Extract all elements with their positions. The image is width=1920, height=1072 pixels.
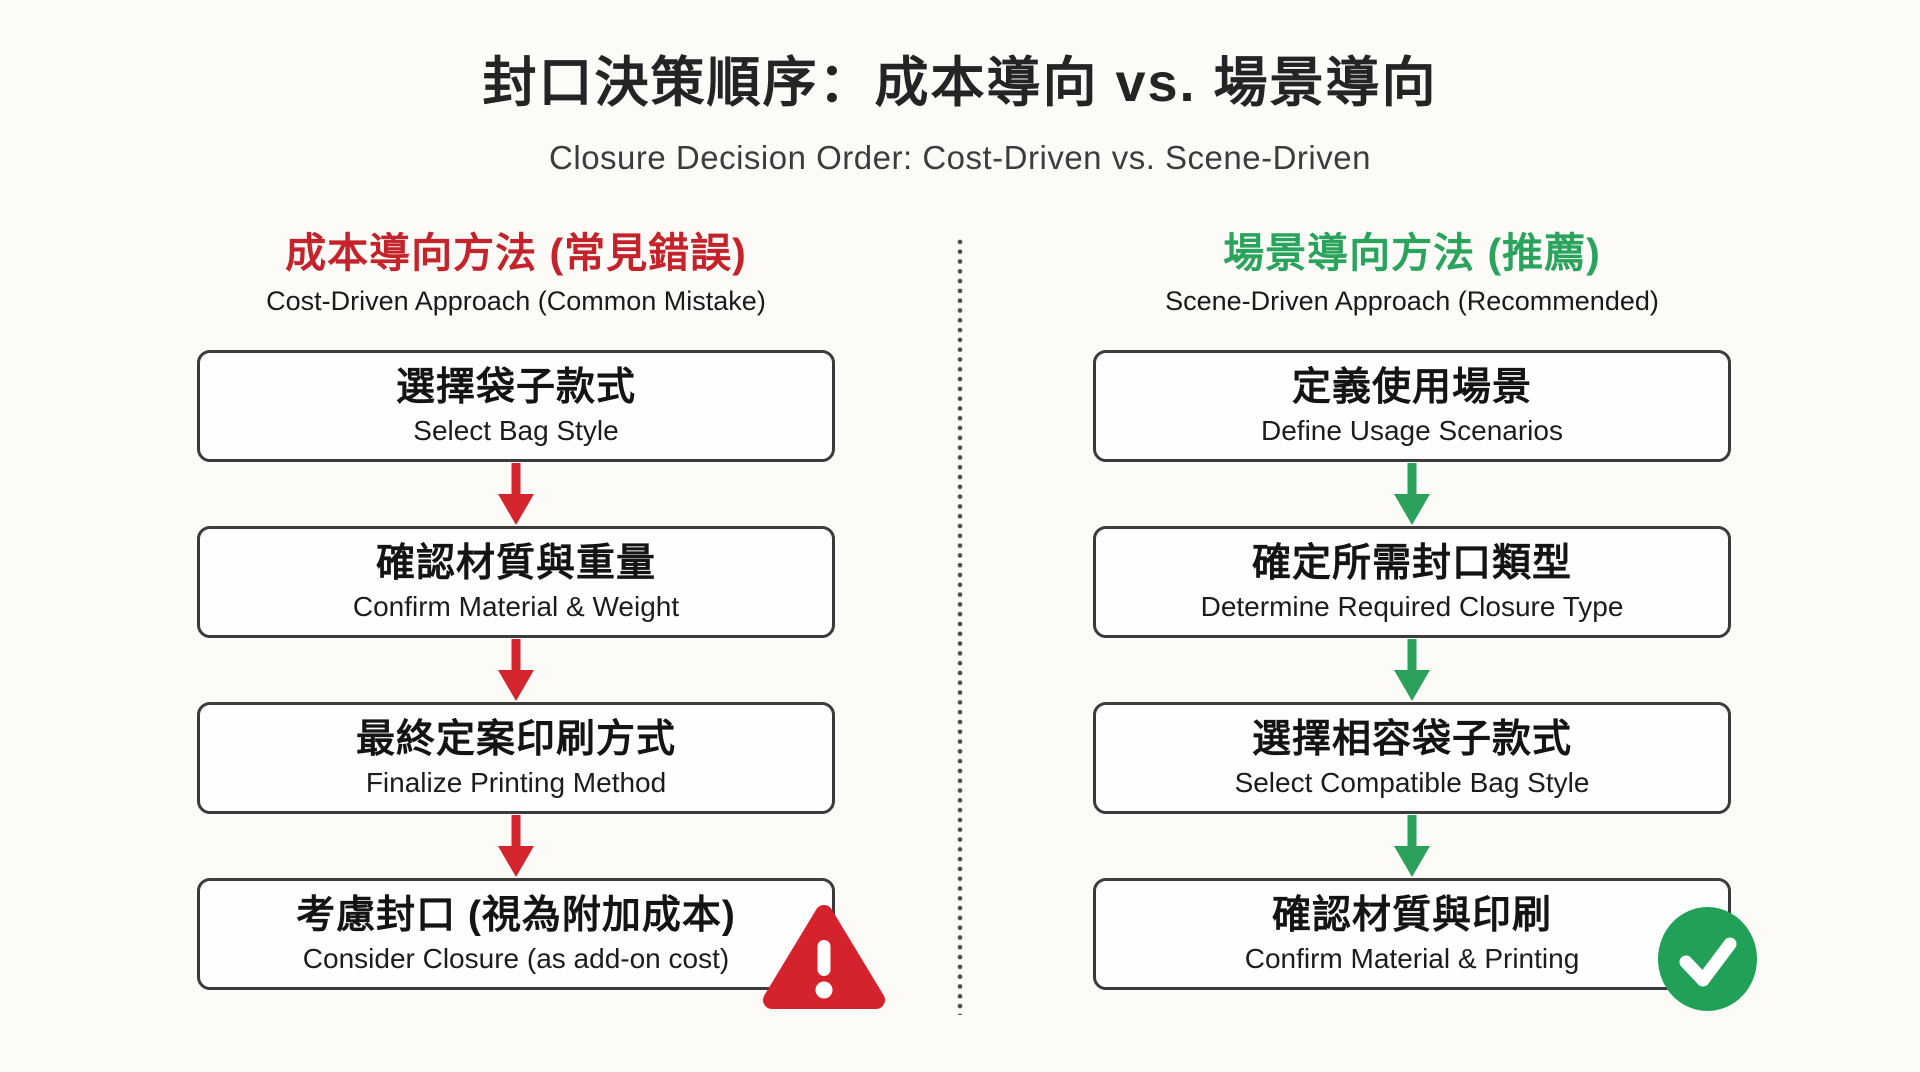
page-title: 封口決策順序：成本導向 vs. 場景導向 (482, 53, 1438, 113)
final-step-wrap: 確認材質與印刷 Confirm Material & Printing (1093, 878, 1757, 1012)
flow-step-box: 選擇袋子款式 Select Bag Style (197, 350, 835, 463)
step-label-en: Select Bag Style (413, 414, 619, 446)
flow-step-box: 確認材質與重量 Confirm Material & Weight (197, 526, 835, 639)
step-label-zh: 確認材質與印刷 (1271, 893, 1552, 937)
scene-driven-column: 場景導向方法 (推薦) Scene-Driven Approach (Recom… (1093, 230, 1757, 1012)
flow-step-box: 最終定案印刷方式 Finalize Printing Method (197, 702, 835, 815)
cost-driven-flow: 選擇袋子款式 Select Bag Style 確認材質與重量 Confirm … (197, 350, 885, 1010)
step-label-en: Finalize Printing Method (365, 766, 667, 798)
down-arrow-icon (1093, 814, 1731, 878)
scene-driven-header-en: Scene-Driven Approach (Recommended) (1165, 286, 1659, 317)
flow-step-box: 定義使用場景 Define Usage Scenarios (1093, 350, 1731, 463)
step-label-en: Confirm Material & Weight (352, 590, 680, 622)
step-label-zh: 定義使用場景 (1291, 365, 1532, 409)
diagram-header: 封口決策順序：成本導向 vs. 場景導向 Closure Decision Or… (0, 0, 1920, 177)
step-label-zh: 選擇相容袋子款式 (1251, 717, 1572, 761)
step-label-en: Consider Closure (as add-on cost) (302, 942, 730, 974)
step-label-zh: 確定所需封口類型 (1251, 541, 1572, 585)
scene-driven-flow: 定義使用場景 Define Usage Scenarios 確定所需封口類型 D… (1093, 350, 1757, 1012)
final-step-wrap: 考慮封口 (視為附加成本) Consider Closure (as add-o… (197, 878, 885, 1010)
flow-step-box: 選擇相容袋子款式 Select Compatible Bag Style (1093, 702, 1731, 815)
cost-driven-column: 成本導向方法 (常見錯誤) Cost-Driven Approach (Comm… (197, 230, 885, 1010)
scene-driven-header-zh: 場景導向方法 (推薦) (1223, 230, 1601, 277)
down-arrow-icon (1093, 638, 1731, 702)
down-arrow-icon (197, 462, 835, 526)
down-arrow-icon (1093, 462, 1731, 526)
column-divider (957, 237, 963, 1015)
warning-triangle-icon (758, 902, 890, 1012)
step-label-en: Define Usage Scenarios (1261, 414, 1563, 446)
comparison-columns: 成本導向方法 (常見錯誤) Cost-Driven Approach (Comm… (0, 230, 1920, 1012)
down-arrow-icon (197, 814, 835, 878)
flow-step-box: 確定所需封口類型 Determine Required Closure Type (1093, 526, 1731, 639)
step-label-zh: 最終定案印刷方式 (355, 717, 676, 761)
step-label-zh: 選擇袋子款式 (395, 365, 636, 409)
step-label-en: Confirm Material & Printing (1244, 942, 1580, 974)
page-subtitle: Closure Decision Order: Cost-Driven vs. … (549, 139, 1371, 177)
flow-step-box: 確認材質與印刷 Confirm Material & Printing (1093, 878, 1731, 991)
step-label-zh: 確認材質與重量 (375, 541, 656, 585)
check-circle-icon (1658, 907, 1757, 1012)
cost-driven-header-en: Cost-Driven Approach (Common Mistake) (266, 286, 766, 317)
step-label-zh: 考慮封口 (視為附加成本) (296, 893, 736, 937)
cost-driven-header-zh: 成本導向方法 (常見錯誤) (285, 230, 747, 277)
flow-step-box: 考慮封口 (視為附加成本) Consider Closure (as add-o… (197, 878, 835, 991)
step-label-en: Determine Required Closure Type (1200, 590, 1624, 622)
step-label-en: Select Compatible Bag Style (1234, 766, 1590, 798)
down-arrow-icon (197, 638, 835, 702)
